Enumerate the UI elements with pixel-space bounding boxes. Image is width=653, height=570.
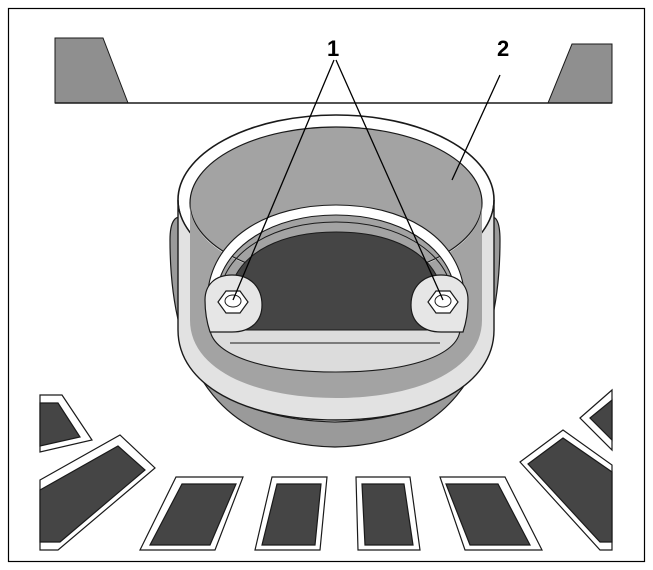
bottom-plate [209,329,461,373]
callout-label-1: 1 [327,36,339,61]
callout-label-2: 2 [497,36,509,61]
inner-ledge-ring-2 [219,221,453,293]
leader-line-1-right [335,59,444,301]
grille-slots [39,388,613,551]
leader-line-1-left [232,59,335,301]
leader-line-2 [451,74,501,181]
right-hex-nut [427,290,459,314]
left-hex-nut [217,290,249,314]
